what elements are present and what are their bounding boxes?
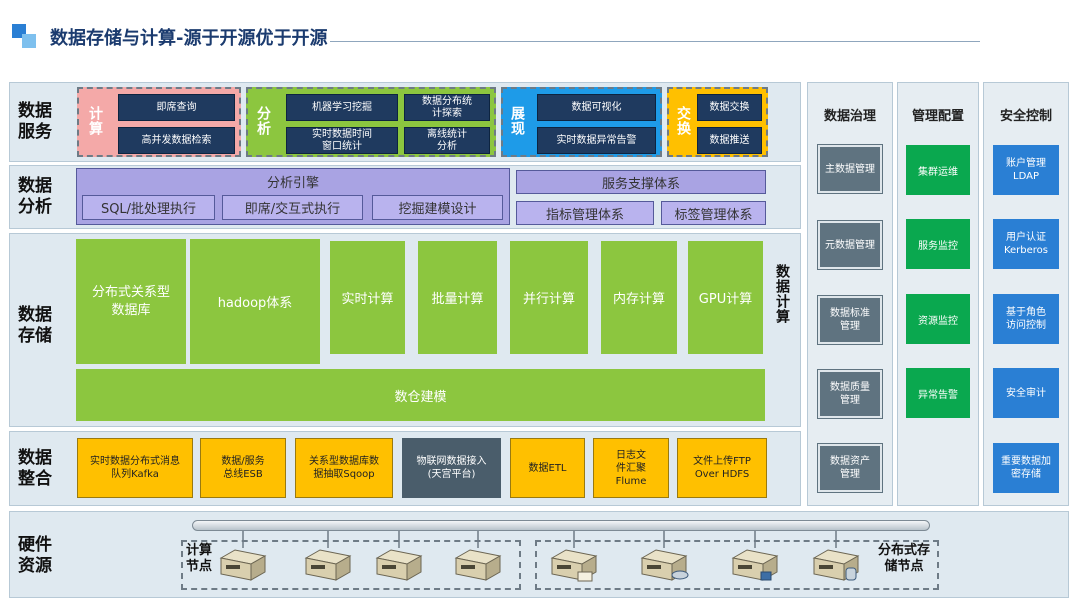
integration-iot: 物联网数据接入(天宫平台) xyxy=(402,438,501,498)
compute-nodes-label: 计算节点 xyxy=(186,543,213,574)
compute-group-label: 计算 xyxy=(87,106,103,136)
page-title: 数据存储与计算-源于开源优于开源 xyxy=(50,28,328,49)
compute-server-icon xyxy=(375,549,423,581)
service-item-anomaly-alert: 实时数据异常告警 xyxy=(537,127,656,154)
storage-box-hadoop: hadoop体系 xyxy=(190,239,320,364)
analysis-group-label: 分析 xyxy=(255,106,271,136)
service-item-realtime-window: 实时数据时间窗口统计 xyxy=(286,127,398,154)
governance-assets: 数据资产管理 xyxy=(818,444,882,492)
support-item-indicator: 指标管理体系 xyxy=(516,201,654,225)
management-alerts: 异常告警 xyxy=(906,368,970,418)
storage-box-batch: 批量计算 xyxy=(418,241,497,354)
security-encryption: 重要数据加密存储 xyxy=(993,443,1059,493)
service-item-hc-search: 高并发数据检索 xyxy=(118,127,235,154)
storage-row-label: 数据存储 xyxy=(18,305,52,346)
management-cluster-ops: 集群运维 xyxy=(906,145,970,195)
title-marker-accent xyxy=(22,34,36,48)
governance-title: 数据治理 xyxy=(823,108,876,124)
service-item-visualization: 数据可视化 xyxy=(537,94,656,121)
storage-box-realtime: 实时计算 xyxy=(330,241,405,354)
governance-standards: 数据标准管理 xyxy=(818,296,882,344)
service-item-offline: 离线统计分析 xyxy=(404,127,490,154)
service-item-ml: 机器学习挖掘 xyxy=(286,94,398,121)
management-resource-monitor: 资源监控 xyxy=(906,294,970,344)
service-item-exchange: 数据交换 xyxy=(697,94,762,121)
compute-side-label: 数据计算 xyxy=(774,264,790,324)
service-row-label: 数据服务 xyxy=(18,101,52,142)
storage-box-memory: 内存计算 xyxy=(601,241,677,354)
security-rbac: 基于角色访问控制 xyxy=(993,294,1059,344)
management-title: 管理配置 xyxy=(911,108,964,124)
storage-box-parallel: 并行计算 xyxy=(510,241,588,354)
integration-ftp-hdfs: 文件上传FTP Over HDFS xyxy=(677,438,767,498)
support-system-title: 服务支撑体系 xyxy=(516,170,766,194)
security-audit: 安全审计 xyxy=(993,368,1059,418)
compute-server-icon xyxy=(304,549,352,581)
analysis-engine-title: 分析引擎 xyxy=(266,175,319,191)
service-item-push: 数据推送 xyxy=(697,127,762,154)
hardware-row-label: 硬件资源 xyxy=(18,535,52,576)
title-underline xyxy=(330,41,980,42)
storage-box-distributed-rdb: 分布式关系型数据库 xyxy=(76,239,186,364)
integration-etl: 数据ETL xyxy=(510,438,585,498)
governance-metadata: 元数据管理 xyxy=(818,221,882,269)
engine-item-mining: 挖掘建模设计 xyxy=(372,195,503,220)
governance-quality: 数据质量管理 xyxy=(818,370,882,418)
integration-esb: 数据/服务总线ESB xyxy=(200,438,286,498)
exchange-group-label: 交换 xyxy=(675,106,691,136)
storage-server-icon xyxy=(640,549,689,581)
compute-server-icon xyxy=(219,549,267,581)
integration-flume: 日志文件汇聚Flume xyxy=(593,438,669,498)
compute-nodes-group xyxy=(181,540,521,590)
storage-server-icon xyxy=(812,549,860,581)
storage-server-icon xyxy=(550,549,598,582)
storage-server-icon xyxy=(731,549,779,581)
security-ldap: 账户管理LDAP xyxy=(993,145,1059,195)
storage-box-gpu: GPU计算 xyxy=(688,241,763,354)
service-item-distribution: 数据分布统计探索 xyxy=(404,94,490,121)
governance-master-data: 主数据管理 xyxy=(818,145,882,193)
compute-server-icon xyxy=(454,549,502,581)
storage-nodes-group xyxy=(535,540,939,590)
display-group-label: 展现 xyxy=(509,106,525,136)
engine-item-interactive: 即席/交互式执行 xyxy=(222,195,363,220)
analysis-row-label: 数据分析 xyxy=(18,176,52,217)
storage-nodes-label: 分布式存储节点 xyxy=(877,543,930,574)
management-service-monitor: 服务监控 xyxy=(906,219,970,269)
integration-row-label: 数据整合 xyxy=(18,448,52,489)
security-title: 安全控制 xyxy=(999,108,1052,124)
warehouse-modeling: 数仓建模 xyxy=(76,369,765,421)
engine-item-sql: SQL/批处理执行 xyxy=(82,195,215,220)
support-item-tag: 标签管理体系 xyxy=(661,201,766,225)
network-bus xyxy=(192,520,930,531)
service-item-adhoc-query: 即席查询 xyxy=(118,94,235,121)
integration-kafka: 实时数据分布式消息队列Kafka xyxy=(77,438,193,498)
integration-sqoop: 关系型数据库数据抽取Sqoop xyxy=(295,438,393,498)
security-kerberos: 用户认证Kerberos xyxy=(993,219,1059,269)
